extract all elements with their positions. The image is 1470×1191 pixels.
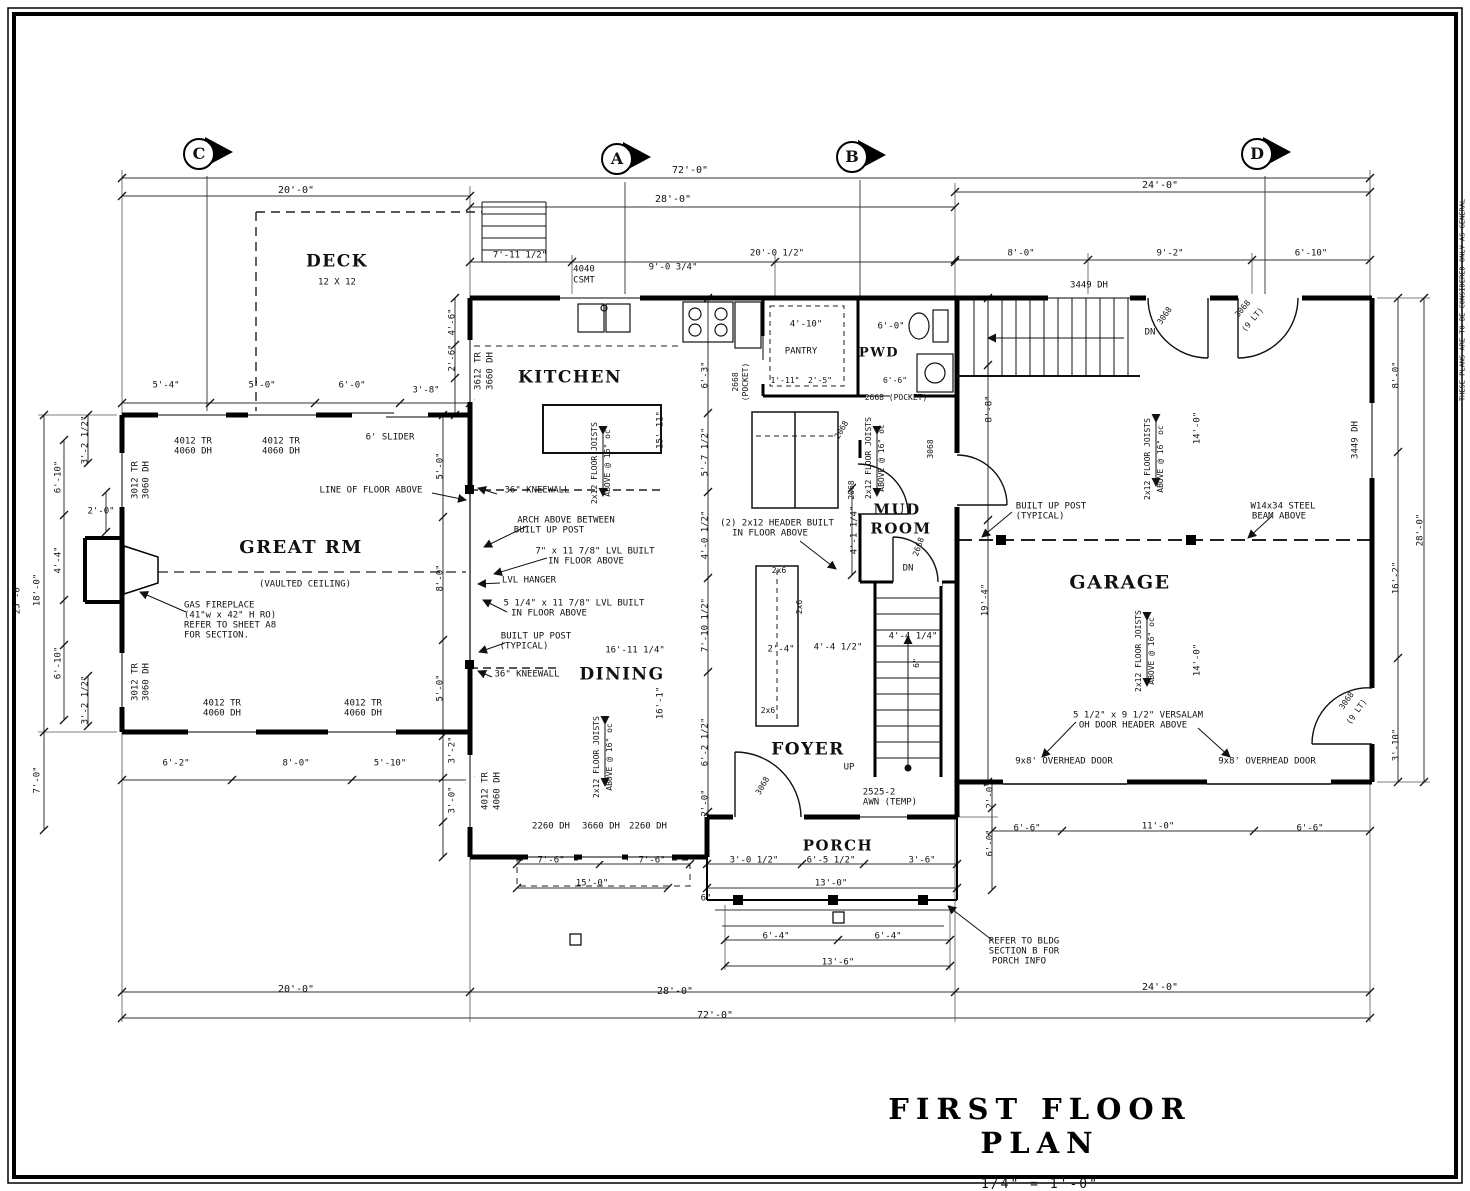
sink-bowl-left — [577, 303, 605, 333]
burner — [714, 323, 728, 337]
pwd-fixtures — [908, 309, 954, 393]
sink-faucet — [600, 304, 608, 312]
sheet-border-inner — [12, 12, 1458, 1179]
built-up-posts — [465, 485, 1196, 669]
leader-lines — [139, 486, 1273, 941]
grid-lines — [206, 176, 1266, 413]
vanity — [916, 353, 954, 393]
exterior-walls — [119, 295, 1375, 860]
plan-scale: 1/4" = 1'-0" — [981, 1177, 1099, 1191]
refrigerator — [734, 301, 762, 349]
lavatory-sink — [924, 362, 946, 384]
burner — [688, 323, 702, 337]
title-block: FIRST FLOOR PLAN 1/4" = 1'-0" — [825, 1092, 1255, 1191]
dimension-lines — [43, 177, 1425, 1019]
dimension-ticks — [39, 173, 1429, 1023]
wall-openings — [118, 294, 1376, 861]
kitchen-island — [542, 404, 662, 454]
dashed-lines — [126, 211, 1370, 887]
door-swings — [734, 297, 1373, 818]
sheet-border-outer — [7, 7, 1463, 1184]
deck-steps — [481, 201, 547, 263]
interior-walls — [761, 298, 957, 777]
fireplace-hearth — [123, 544, 159, 596]
porch-structure — [569, 817, 958, 946]
kitchen-fixtures — [542, 301, 762, 454]
stair-foyer — [875, 597, 941, 772]
closets — [751, 411, 839, 727]
toilet-bowl — [908, 312, 930, 340]
extension-lines — [38, 170, 1430, 1022]
toilet-tank — [932, 309, 949, 343]
burner — [688, 307, 702, 321]
stair-garage — [957, 298, 1140, 377]
plan-title: FIRST FLOOR PLAN — [888, 1092, 1192, 1160]
range — [682, 301, 734, 343]
joist-arrows — [598, 414, 1161, 787]
fireplace-walls — [83, 536, 122, 604]
burner — [714, 307, 728, 321]
sink-bowl-right — [605, 303, 631, 333]
